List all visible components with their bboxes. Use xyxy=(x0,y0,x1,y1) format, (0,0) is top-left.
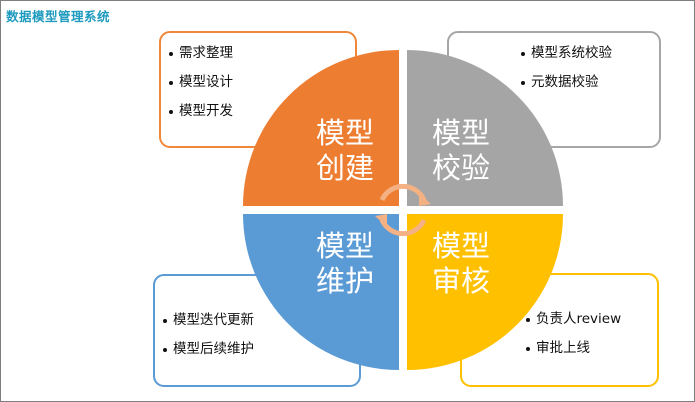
verify-step-item: 模型系统校验 xyxy=(521,39,659,68)
quadrant-verify xyxy=(407,50,563,206)
quadrant-create xyxy=(243,50,399,206)
maintain-step-item: 模型后续维护 xyxy=(163,335,359,364)
quadrant-verify-label-1: 模型 xyxy=(432,116,490,150)
create-step-item: 需求整理 xyxy=(169,39,355,68)
quadrant-maintain-label-1: 模型 xyxy=(316,229,374,263)
quadrant-verify-label-2: 校验 xyxy=(432,151,490,185)
quadrant-create-label-1: 模型 xyxy=(316,116,374,150)
quadrant-maintain xyxy=(243,214,399,370)
diagram-title: 数据模型管理系统 xyxy=(6,9,111,24)
create-step-item: 模型设计 xyxy=(169,68,355,97)
quadrant-maintain-label-2: 维护 xyxy=(316,264,374,298)
quadrant-create-label-2: 创建 xyxy=(316,151,374,185)
verify-step-item: 元数据校验 xyxy=(521,68,659,97)
quadrant-review xyxy=(407,214,563,370)
create-step-item: 模型开发 xyxy=(169,97,355,126)
review-step-item: 负责人review xyxy=(526,305,657,334)
maintain-step-item: 模型迭代更新 xyxy=(163,306,359,335)
review-step-item: 审批上线 xyxy=(526,334,657,363)
cycle-arrows-icon xyxy=(375,183,431,237)
quadrant-review-label-1: 模型 xyxy=(432,229,490,263)
quadrant-review-label-2: 审核 xyxy=(432,264,490,298)
